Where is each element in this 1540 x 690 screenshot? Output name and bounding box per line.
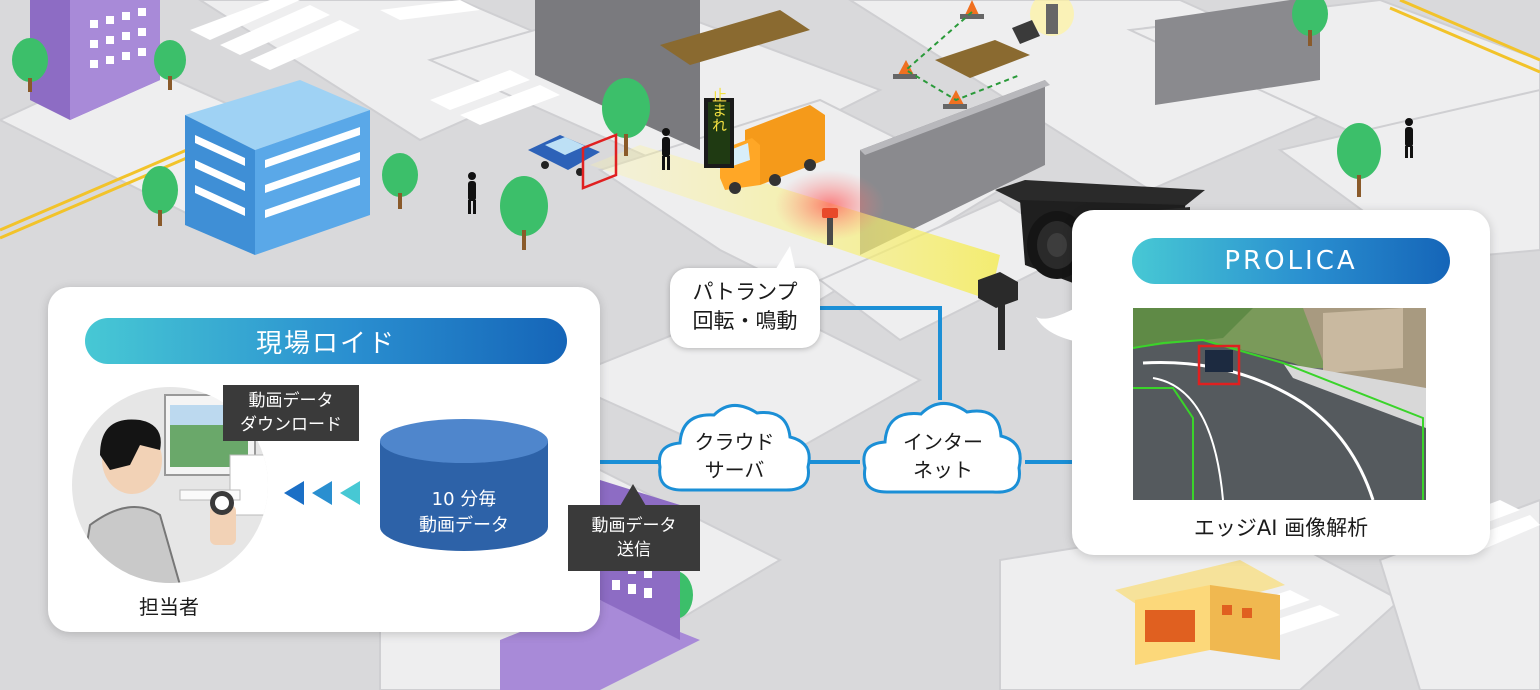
left-arrows-icon <box>284 481 360 505</box>
internet-cloud-icon <box>862 402 1022 494</box>
prolica-panel: PROLICA エッジAI 画像解析 <box>1072 210 1490 555</box>
patrol-lamp <box>775 170 885 245</box>
network-lines <box>600 306 1080 464</box>
genba-roid-title: 現場ロイド <box>85 318 567 364</box>
send-label-line2: 送信 <box>617 540 651 560</box>
blue-car <box>528 135 600 176</box>
cloud-server-text: クラウド サーバ <box>652 428 817 484</box>
prolica-caption: エッジAI 画像解析 <box>1193 516 1369 540</box>
pedestrians <box>468 118 1413 214</box>
edge-ai-camera-image <box>1133 308 1426 500</box>
database-text: 10 分毎 動画データ <box>378 487 550 539</box>
send-label-line1: 動画データ <box>591 516 677 536</box>
cloud-server-line1: クラウド <box>694 430 775 454</box>
trees <box>12 0 1381 629</box>
prolica-bubble-tail <box>1036 295 1098 345</box>
download-label-line2: ダウンロード <box>240 415 342 435</box>
stop-sign-text: 止まれ <box>710 88 728 133</box>
car-detection-frame <box>581 133 618 190</box>
road-center-lines <box>0 0 1540 240</box>
internet-line2: ネット <box>913 458 973 482</box>
traffic-cones <box>893 0 1021 109</box>
patrol-lamp-line1: パトランプ <box>692 280 798 304</box>
prolica-title: PROLICA <box>1132 238 1450 284</box>
blue-office-building <box>185 80 370 255</box>
stop-sign-board: 止まれ <box>704 88 734 168</box>
construction-walls <box>535 0 1320 255</box>
cloud-server-line2: サーバ <box>704 458 765 482</box>
car-detection-box <box>1197 344 1241 386</box>
database-line1: 10 分毎 <box>431 489 497 510</box>
patrol-bubble-tail <box>774 246 796 272</box>
database-line2: 動画データ <box>419 515 509 536</box>
shop-building <box>1115 560 1285 665</box>
edge-ai-device <box>978 272 1018 350</box>
send-label-pointer <box>620 484 646 506</box>
download-label: 動画データ ダウンロード <box>223 385 359 441</box>
database-cylinder-icon <box>380 419 548 551</box>
patrol-lamp-bubble: パトランプ 回転・鳴動 <box>670 268 820 348</box>
patrol-lamp-line2: 回転・鳴動 <box>692 309 798 333</box>
operator-label: 担当者 <box>139 595 199 619</box>
send-label: 動画データ 送信 <box>568 505 700 571</box>
internet-cloud-text: インター ネット <box>857 428 1029 484</box>
site-device <box>1012 0 1074 44</box>
genba-roid-panel: 現場ロイド 担当者 動画データ ダウンロード <box>48 287 600 632</box>
cloud-server-icon <box>657 404 811 492</box>
construction-pits <box>660 10 1030 78</box>
download-label-line1: 動画データ <box>248 391 334 411</box>
purple-building <box>30 0 160 120</box>
internet-line1: インター <box>903 430 983 454</box>
